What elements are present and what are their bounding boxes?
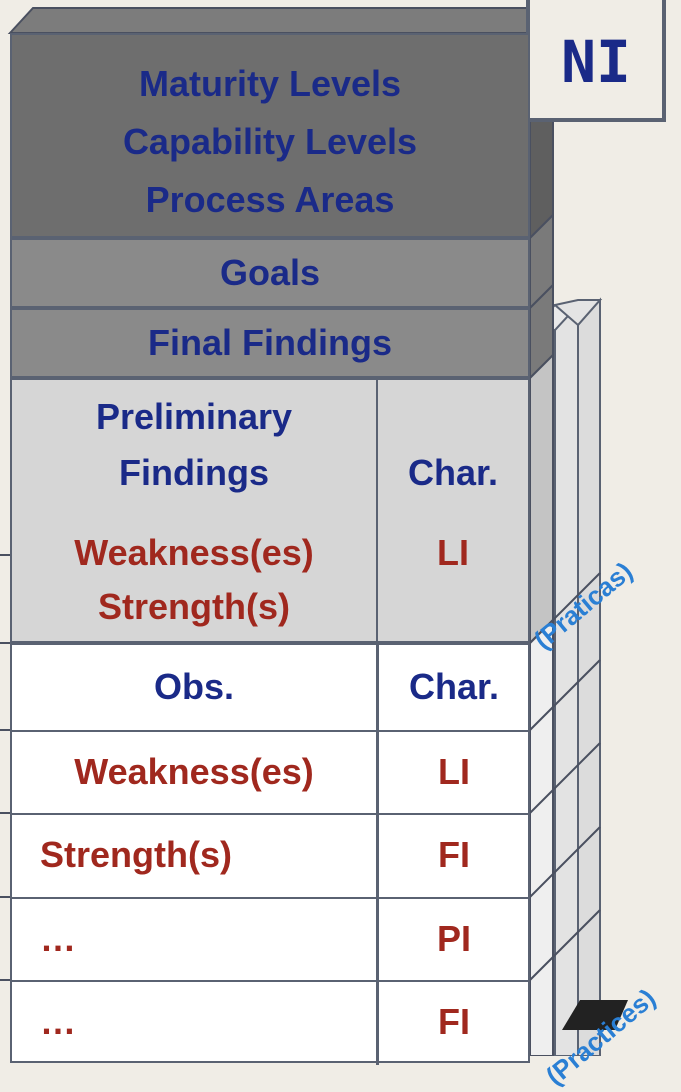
table-row: Strength(s) FI	[12, 815, 528, 899]
table-row: Weakness(es) LI	[12, 732, 528, 815]
weakness-label: Weakness(es)	[74, 532, 314, 573]
side-divider	[529, 742, 601, 814]
preliminary-findings-block: Preliminary Findings Weakness(es) Streng…	[10, 378, 530, 643]
final-findings-label: Final Findings	[148, 322, 392, 363]
observation-table: Obs. Char. Weakness(es) LI Strength(s) F…	[10, 643, 530, 1065]
preliminary-char-label: Char.	[407, 452, 499, 493]
row-label: …	[40, 918, 76, 959]
row-label: Weakness(es)	[74, 751, 314, 792]
row-char: FI	[438, 834, 470, 875]
goals-block: Goals	[10, 238, 530, 308]
top-face	[7, 7, 556, 34]
row-label: Strength(s)	[40, 834, 232, 875]
logo-fragment	[562, 1000, 628, 1030]
row-label: …	[40, 1001, 76, 1042]
table-row: Obs. Char.	[12, 645, 528, 732]
table-row: … PI	[12, 899, 528, 982]
row-char: Char.	[408, 666, 500, 707]
table-row: … FI	[12, 982, 528, 1065]
process-areas-label: Process Areas	[145, 179, 395, 220]
stack-3d-faces	[0, 5, 628, 1056]
side-face-rows	[529, 617, 554, 1056]
preliminary-line1: Preliminary	[95, 396, 293, 437]
observation-divider	[376, 645, 379, 1065]
capability-levels-label: Capability Levels	[122, 121, 418, 162]
strength-label: Strength(s)	[98, 586, 290, 627]
side-divider	[529, 826, 601, 898]
ni-box: NI	[526, 0, 666, 122]
preliminary-divider	[376, 380, 378, 641]
maturity-levels-label: Maturity Levels	[138, 63, 402, 104]
goals-label: Goals	[219, 252, 321, 293]
preliminary-line2: Findings	[119, 452, 269, 493]
preliminary-left-cell: Preliminary Findings Weakness(es) Streng…	[12, 380, 376, 641]
preliminary-right-cell: Char. LI	[378, 380, 528, 641]
final-findings-block: Final Findings	[10, 308, 530, 378]
preliminary-char-value: LI	[437, 532, 469, 573]
side-divider	[529, 659, 601, 731]
row-label: Obs.	[153, 666, 234, 707]
top-levels-block: Maturity Levels Capability Levels Proces…	[10, 33, 530, 238]
back-sheet-2-top	[552, 299, 603, 327]
row-char: FI	[438, 1001, 470, 1042]
ni-label: NI	[561, 28, 631, 96]
side-divider	[529, 572, 601, 644]
side-divider	[529, 909, 601, 981]
row-char: LI	[438, 751, 470, 792]
row-char: PI	[436, 918, 471, 959]
side-face-prelim	[529, 352, 554, 646]
